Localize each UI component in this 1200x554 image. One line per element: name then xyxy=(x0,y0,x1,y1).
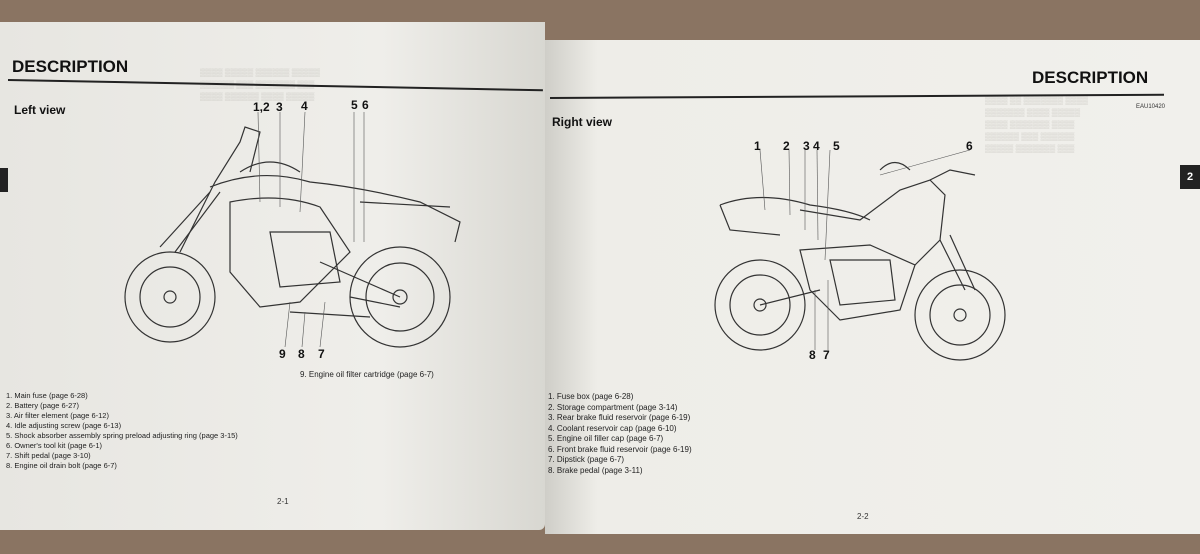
list-item: 6. Front brake fluid reservoir (page 6-1… xyxy=(548,444,692,454)
list-item: 7. Dipstick (page 6-7) xyxy=(548,455,625,464)
callout-5: 5 xyxy=(351,98,358,112)
left-page-number: 2-1 xyxy=(277,497,289,506)
callout-5: 5 xyxy=(833,139,840,153)
chapter-tab: 2 xyxy=(1180,165,1200,189)
list-item: 2. Storage compartment (page 3-14) xyxy=(548,402,678,412)
list-item: 7. Shift pedal (page 3-10) xyxy=(6,451,91,460)
callout-8: 8 xyxy=(298,347,305,361)
callout-3: 3 xyxy=(803,139,810,153)
right-view-heading: Right view xyxy=(552,115,613,129)
list-item: 5. Engine oil filler cap (page 6-7) xyxy=(548,434,664,443)
list-item: 8. Brake pedal (page 3-11) xyxy=(548,465,643,475)
bleed-through-text: ▒▒▒▒ ▒▒ ▒▒▒▒▒▒▒ ▒▒▒▒▒▒▒▒▒▒▒ ▒▒▒▒ ▒▒▒▒▒▒▒… xyxy=(985,96,1089,153)
list-item: 5. Shock absorber assembly spring preloa… xyxy=(6,431,238,440)
list-item: 4. Coolant reservoir cap (page 6-10) xyxy=(548,423,677,433)
callout-9: 9 xyxy=(279,347,286,361)
right-parts-list: 1. Fuse box (page 6-28) 2. Storage compa… xyxy=(548,392,692,476)
list-item: 1. Main fuse (page 6-28) xyxy=(6,391,88,400)
callout-8: 8 xyxy=(809,348,816,362)
callout-7: 7 xyxy=(318,347,325,361)
list-item: 1. Fuse box (page 6-28) xyxy=(548,392,634,401)
left-page: ▒▒▒▒ ▒▒▒▒▒ ▒▒▒▒▒▒ ▒▒▒▒▒▒▒▒▒▒▒ ▒▒▒ ▒▒▒▒▒▒… xyxy=(0,22,545,530)
left-page-title: DESCRIPTION xyxy=(12,57,129,76)
callout-7: 7 xyxy=(823,348,830,362)
right-page-title: DESCRIPTION xyxy=(1032,68,1149,87)
left-motorcycle-illustration xyxy=(124,112,461,348)
list-item: 6. Owner's tool kit (page 6-1) xyxy=(6,441,103,450)
list-item: 3. Rear brake fluid reservoir (page 6-19… xyxy=(548,413,691,422)
callout-3: 3 xyxy=(276,100,283,114)
callout-4: 4 xyxy=(301,99,308,113)
right-motorcycle-illustration xyxy=(714,150,1006,361)
callout-1-2: 1,2 xyxy=(253,100,270,114)
left-caption: 9. Engine oil filter cartridge (page 6-7… xyxy=(300,370,434,379)
left-view-heading: Left view xyxy=(14,103,66,117)
callout-6: 6 xyxy=(966,139,973,153)
callout-6: 6 xyxy=(362,98,369,112)
side-tab-left xyxy=(0,168,8,192)
right-page-number: 2-2 xyxy=(857,512,869,521)
list-item: 4. Idle adjusting screw (page 6-13) xyxy=(6,421,122,430)
left-parts-list: 1. Main fuse (page 6-28) 2. Battery (pag… xyxy=(6,391,238,471)
section-code: EAU10420 xyxy=(1136,104,1166,110)
callout-2: 2 xyxy=(783,139,790,153)
list-item: 3. Air filter element (page 6-12) xyxy=(6,411,109,420)
callout-4: 4 xyxy=(813,139,820,153)
right-page: ▒▒▒▒ ▒▒ ▒▒▒▒▒▒▒ ▒▒▒▒▒▒▒▒▒▒▒ ▒▒▒▒ ▒▒▒▒▒▒▒… xyxy=(545,40,1200,534)
list-item: 8. Engine oil drain bolt (page 6-7) xyxy=(6,461,117,470)
list-item: 2. Battery (page 6-27) xyxy=(6,401,79,410)
callout-1: 1 xyxy=(754,139,761,153)
